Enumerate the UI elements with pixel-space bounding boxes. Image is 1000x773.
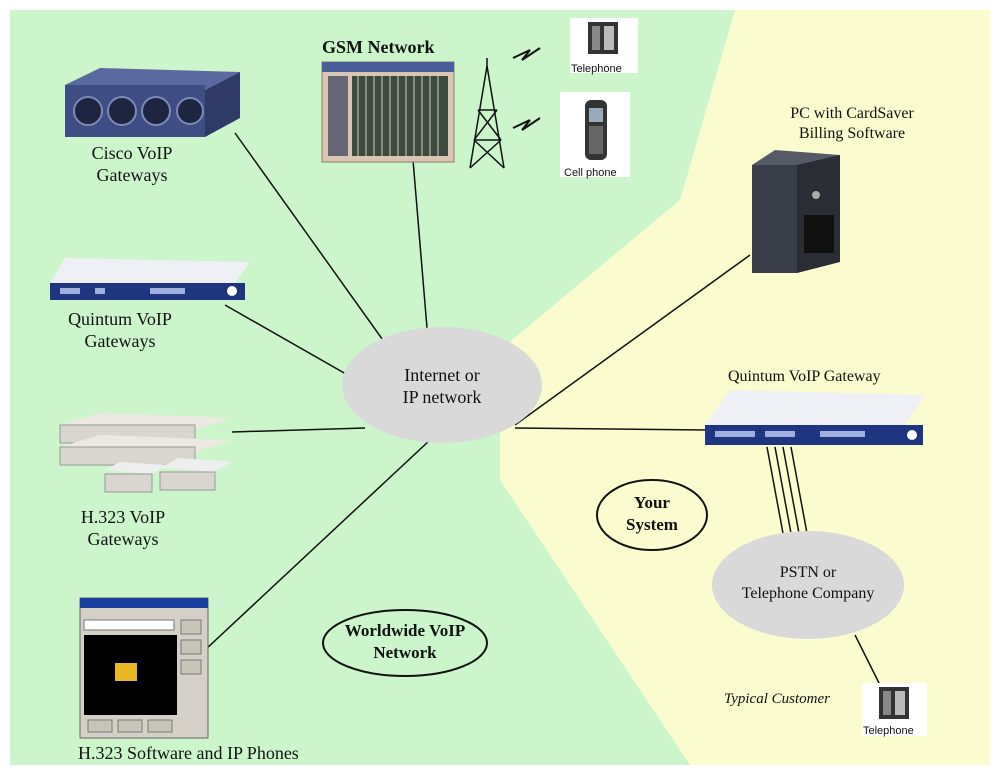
cisco-gateway-icon	[65, 68, 240, 137]
quintum-gateway-icon	[50, 258, 250, 300]
cell-phone-icon	[560, 92, 630, 177]
internet-label-line1: Internet or	[404, 365, 480, 385]
telephone-customer-label: Telephone	[863, 725, 914, 737]
link-quintum-left	[224, 304, 361, 383]
pstn-label-line1: PSTN or	[779, 564, 837, 581]
h323-gateways-label: H.323 VoIP Gateways	[68, 506, 178, 550]
worldwide-label-line2: Network	[373, 643, 437, 662]
your-system-label: Your System	[602, 492, 702, 536]
worldwide-label-line1: Worldwide VoIP	[344, 621, 466, 640]
internet-label-line2: IP network	[402, 387, 482, 407]
your-system-ellipse	[596, 479, 708, 551]
typical-customer-label: Typical Customer	[724, 691, 830, 707]
link-h323-gateway	[231, 427, 366, 433]
cisco-label-line1: Cisco VoIP	[91, 143, 173, 163]
quintum-left-label: Quintum VoIP Gateways	[55, 308, 185, 352]
internet-label: Internet or IP network	[372, 364, 512, 408]
telephone-gsm-label: Telephone	[571, 63, 622, 75]
cisco-label: Cisco VoIP Gateways	[72, 142, 192, 186]
software-window-icon	[79, 597, 209, 739]
h323-gateway-icon	[59, 413, 232, 493]
pc-label-line2: Billing Software	[798, 125, 906, 142]
pstn-cloud	[712, 531, 904, 639]
telephone-icon-customer	[862, 683, 927, 736]
link-pc	[514, 254, 751, 426]
cell-phone-label: Cell phone	[564, 167, 617, 179]
signal-bolt-icon	[512, 47, 541, 131]
pstn-label-line2: Telephone Company	[741, 585, 875, 602]
link-cisco	[234, 132, 396, 358]
link-h323-software	[204, 439, 431, 651]
worldwide-label: Worldwide VoIP Network	[323, 620, 487, 664]
cisco-label-line2: Gateways	[96, 165, 168, 185]
telephone-icon	[570, 18, 638, 73]
internet-cloud	[342, 327, 542, 443]
h323-software-label: H.323 Software and IP Phones	[78, 743, 299, 763]
pc-tower-icon	[752, 150, 840, 273]
connection-lines	[204, 132, 886, 696]
quintum-gateway-icon-right	[705, 390, 925, 445]
pc-label-line1: PC with CardSaver	[790, 105, 914, 122]
h323-gateways-label-line1: H.323 VoIP	[80, 507, 166, 527]
gsm-rack-icon	[321, 61, 455, 163]
worldwide-ellipse	[322, 609, 488, 677]
pstn-label: PSTN or Telephone Company	[722, 562, 894, 604]
quintum-gateway-label: Quintum VoIP Gateway	[728, 368, 881, 385]
quintum-left-label-line2: Gateways	[84, 331, 156, 351]
link-gsm	[412, 159, 429, 341]
gsm-network-label: GSM Network	[322, 37, 435, 57]
link-quintum-gateway	[514, 427, 706, 431]
your-system-label-line2: System	[626, 515, 678, 534]
antenna-tower-icon	[469, 58, 505, 169]
h323-gateways-label-line2: Gateways	[87, 529, 159, 549]
your-system-label-line1: Your	[634, 493, 670, 512]
pc-label: PC with CardSaver Billing Software	[772, 104, 932, 144]
quintum-left-label-line1: Quintum VoIP	[68, 309, 172, 329]
